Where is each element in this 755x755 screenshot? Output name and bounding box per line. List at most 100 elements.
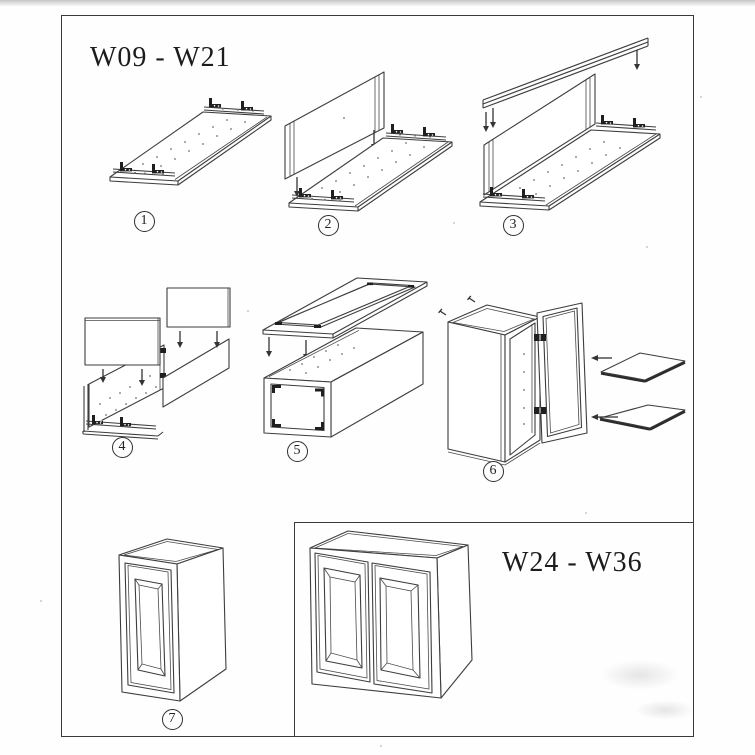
- corner-bracket: [272, 385, 281, 393]
- cabinet-front-frame: [504, 316, 541, 463]
- step-2-number: 2: [324, 217, 332, 232]
- step-4-badge: 4: [111, 436, 133, 458]
- hinge-bracket: [601, 115, 613, 125]
- step-3-number: 3: [509, 217, 517, 232]
- screw-icon: [467, 295, 476, 303]
- back-panel: [483, 73, 596, 196]
- side-panel-right: [162, 338, 230, 408]
- shelf: [600, 352, 686, 383]
- down-arrow-icon: [266, 337, 272, 357]
- cabinet-side: [176, 547, 227, 702]
- hinge-rail-front: [482, 187, 546, 202]
- scan-speck: [646, 246, 648, 248]
- down-arrow-icon: [294, 177, 300, 197]
- down-arrow-icon: [177, 331, 183, 348]
- scan-speck: [700, 96, 702, 98]
- back-panel: [284, 71, 385, 180]
- scan-speck: [453, 222, 455, 224]
- hinge-bracket: [331, 190, 343, 200]
- hinge: [534, 407, 546, 414]
- step-4-illustration: [82, 287, 231, 440]
- step-7-badge: 7: [161, 708, 183, 730]
- group2-frame: [294, 522, 694, 737]
- top-panel: [482, 37, 649, 109]
- cabinet-door-right: [371, 562, 433, 694]
- shelf: [599, 404, 686, 431]
- step-5-illustration: [262, 277, 428, 438]
- hinge-bracket: [633, 118, 645, 128]
- hinge-rail-front: [291, 188, 355, 203]
- left-arrow-icon: [591, 414, 618, 420]
- hinge: [534, 334, 546, 341]
- end-panel: [84, 317, 161, 366]
- down-arrow-icon: [139, 369, 145, 386]
- hinge-bracket: [299, 188, 311, 198]
- group2-title: W24 - W36: [502, 547, 643, 578]
- step-4-number: 4: [118, 439, 126, 454]
- scan-artifact-band: [0, 0, 755, 6]
- hinge-bracket: [120, 162, 132, 172]
- hinge-bracket: [490, 187, 502, 197]
- down-arrow-icon: [100, 369, 106, 383]
- down-arrow-icon: [483, 112, 489, 132]
- scan-smudge: [600, 660, 680, 690]
- group1-title: W09 - W21: [90, 42, 231, 73]
- bottom-panel: [479, 129, 661, 211]
- hinge-bracket: [391, 124, 403, 134]
- step-6-illustration: [438, 295, 686, 466]
- corner-bracket: [315, 388, 324, 397]
- cabinet-side: [436, 544, 473, 699]
- corner-bracket: [272, 419, 281, 427]
- hinge-bracket: [92, 415, 103, 425]
- bottom-panel: [109, 111, 272, 186]
- bottom-rail: [82, 384, 164, 440]
- step-3-illustration: [479, 37, 661, 211]
- cabinet-door: [124, 562, 175, 694]
- hinge-rail-back: [595, 115, 657, 131]
- shelf-pin-holes: [142, 119, 246, 167]
- hinge-bracket: [120, 417, 131, 427]
- step-3-badge: 3: [502, 214, 524, 236]
- step-1-badge: 1: [133, 210, 155, 232]
- end-panel: [166, 287, 231, 328]
- scan-speck: [585, 512, 587, 514]
- shelf-pin-holes: [321, 142, 425, 193]
- cabinet-door-left: [314, 552, 371, 683]
- corner-bracket: [315, 422, 324, 430]
- carcass-end: [263, 377, 332, 438]
- step-6-number: 6: [489, 463, 497, 478]
- step-7-illustration: [118, 538, 227, 702]
- hinge-rail-front: [112, 162, 176, 177]
- step-2-illustration: [284, 71, 453, 212]
- double-door-cabinet-illustration: [309, 530, 473, 699]
- hinge-rail-back: [385, 124, 447, 141]
- scan-smudge: [635, 700, 695, 720]
- hinge-bracket: [152, 164, 164, 174]
- cabinet-door: [536, 302, 588, 444]
- step-6-badge: 6: [482, 460, 504, 482]
- scan-speck: [380, 745, 382, 747]
- hinge-bracket: [423, 127, 435, 137]
- face-frame: [262, 277, 428, 339]
- shelf-pin-holes: [519, 141, 621, 195]
- scan-speck: [247, 310, 249, 312]
- scan-speck: [100, 420, 102, 422]
- step-1-number: 1: [140, 213, 148, 228]
- down-arrow-icon: [634, 50, 640, 70]
- hinge-rail-back: [203, 98, 265, 115]
- down-arrow-icon: [490, 108, 496, 128]
- left-arrow-icon: [591, 355, 612, 361]
- hinge-bracket: [209, 98, 221, 108]
- hinge-bracket: [241, 101, 253, 111]
- bottom-panel: [288, 137, 453, 212]
- scan-speck: [40, 600, 42, 602]
- step-2-badge: 2: [317, 214, 339, 236]
- step-7-number: 7: [168, 711, 176, 726]
- step-5-number: 5: [293, 443, 301, 458]
- step-5-badge: 5: [286, 440, 308, 462]
- hinge-bracket: [522, 189, 534, 199]
- step-1-illustration: [109, 98, 272, 186]
- screw-icon: [438, 308, 447, 316]
- down-arrow-icon: [214, 331, 220, 348]
